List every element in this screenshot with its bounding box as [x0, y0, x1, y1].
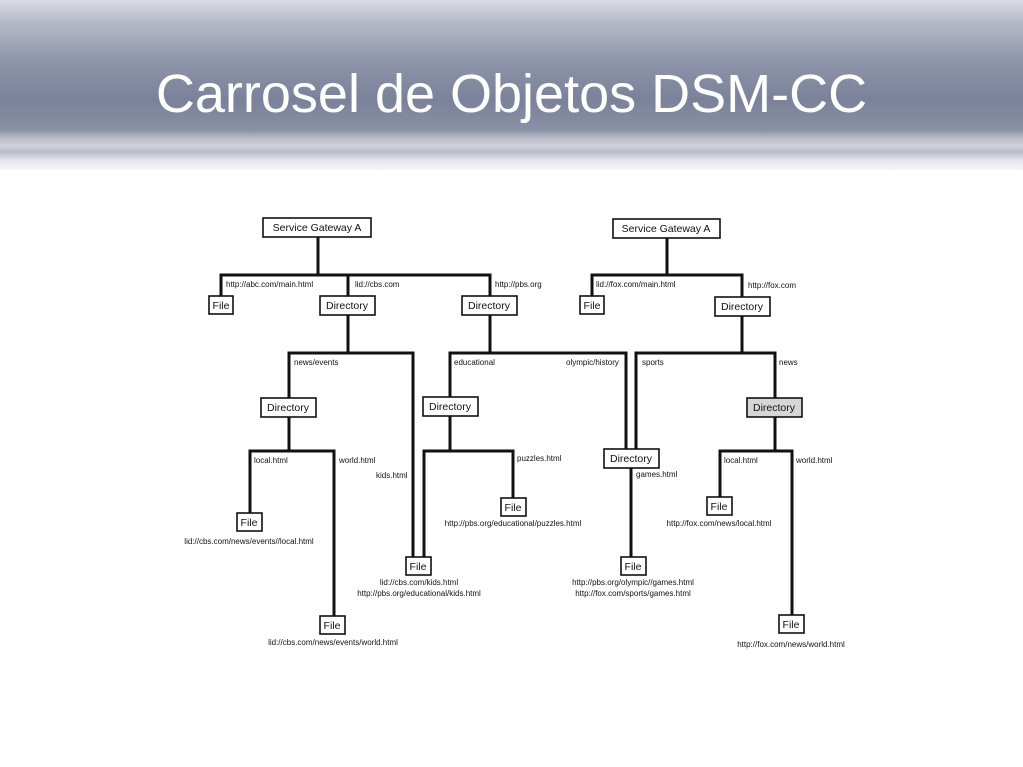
title-banner: [0, 0, 1023, 170]
file-kids-box: [405, 556, 432, 576]
edge-label-sports: sports: [642, 358, 664, 367]
directory-educational-label: Directory: [429, 401, 472, 413]
directory-cbs-box: [319, 295, 376, 316]
edge-label-lid-cbs: lid://cbs.com: [355, 280, 400, 289]
edge-label-educational: educational: [454, 358, 495, 367]
file-world-fox-box: [778, 614, 805, 634]
edge-label-abc-main: http://abc.com/main.html: [226, 280, 313, 289]
directory-news-fox-label: Directory: [753, 402, 796, 414]
file-world-fox-label: File: [783, 619, 800, 631]
url-world-cbs: lid://cbs.com/news/events/world.html: [268, 638, 398, 647]
service-gateway-a-right-box: [612, 218, 721, 239]
edge-label-local-cbs: local.html: [254, 456, 288, 465]
directory-news-events-box: [260, 397, 317, 418]
directory-news-fox-box: [746, 397, 803, 418]
file-games-label: File: [625, 561, 642, 573]
edge-label-world-fox: world.html: [795, 456, 833, 465]
file-fox-main-box: [579, 295, 605, 315]
edge-label-world-cbs: world.html: [338, 456, 376, 465]
url-puzzles: http://pbs.org/educational/puzzles.html: [445, 519, 582, 528]
file-abc-box: [208, 295, 234, 315]
service-gateway-a-left-label: Service Gateway A: [273, 222, 362, 234]
directory-olympic-box: [603, 448, 660, 469]
file-puzzles-box: [500, 497, 527, 517]
file-kids-label: File: [410, 561, 427, 573]
file-world-cbs-label: File: [324, 620, 341, 632]
directory-cbs-label: Directory: [326, 300, 369, 312]
directory-pbs-box: [461, 295, 518, 316]
diagram-nodes: Service Gateway A Service Gateway A File…: [208, 217, 805, 635]
directory-olympic-label: Directory: [610, 453, 653, 465]
file-puzzles-label: File: [505, 502, 522, 514]
directory-fox-label: Directory: [721, 301, 764, 313]
service-gateway-a-left-box: [262, 217, 372, 238]
edge-label-http-pbs: http://pbs.org: [495, 280, 542, 289]
url-games-fox: http://fox.com/sports/games.html: [575, 589, 691, 598]
edge-label-kids: kids.html: [376, 471, 408, 480]
file-urls: lid://cbs.com/news/events//local.html li…: [184, 519, 845, 649]
url-kids-http: http://pbs.org/educational/kids.html: [357, 589, 481, 598]
file-fox-main-label: File: [584, 300, 601, 312]
edge-label-http-fox: http://fox.com: [748, 281, 796, 290]
edge-label-puzzles: puzzles.html: [517, 454, 562, 463]
directory-news-events-label: Directory: [267, 402, 310, 414]
url-kids-lid: lid://cbs.com/kids.html: [380, 578, 458, 587]
file-games-box: [620, 556, 647, 576]
diagram-edges: [219, 235, 794, 618]
url-games-pbs: http://pbs.org/olympic//games.html: [572, 578, 694, 587]
url-world-fox: http://fox.com/news/world.html: [737, 640, 845, 649]
file-local-cbs-box: [236, 512, 263, 532]
edge-label-news-events: news/events: [294, 358, 338, 367]
file-local-fox-box: [706, 496, 733, 516]
service-gateway-a-right-label: Service Gateway A: [622, 223, 711, 235]
edge-labels: http://abc.com/main.html lid://cbs.com h…: [226, 280, 833, 480]
slide-title: Carrosel de Objetos DSM-CC: [155, 64, 868, 124]
edge-label-lid-fox-main: lid://fox.com/main.html: [596, 280, 676, 289]
edge-label-news: news: [779, 358, 798, 367]
url-local-fox: http://fox.com/news/local.html: [667, 519, 772, 528]
file-abc-label: File: [213, 300, 230, 312]
edge-label-games: games.html: [636, 470, 678, 479]
edge-label-olympic-history: olympic/history: [566, 358, 619, 367]
file-world-cbs-box: [319, 615, 346, 635]
file-local-cbs-label: File: [241, 517, 258, 529]
edge-label-local-fox: local.html: [724, 456, 758, 465]
url-local-cbs: lid://cbs.com/news/events//local.html: [184, 537, 314, 546]
directory-educational-box: [422, 396, 479, 417]
directory-pbs-label: Directory: [468, 300, 511, 312]
file-local-fox-label: File: [711, 501, 728, 513]
directory-fox-box: [714, 296, 771, 317]
